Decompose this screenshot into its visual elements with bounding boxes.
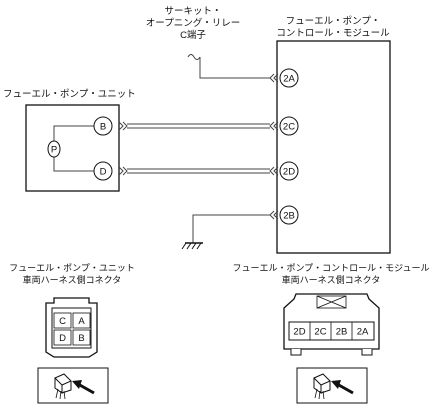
pump-d-connector-chevron [118, 166, 128, 176]
module-2b-connector-chevron [269, 210, 279, 220]
pump-connector-label-line1: フューエル・ポンプ・ユニット [9, 263, 135, 273]
wire-b-to-2c [127, 123, 270, 129]
relay-label-line2: オープニング・リレー [146, 17, 240, 29]
module-label-line1: フューエル・ポンプ・ [286, 16, 381, 27]
pump-connector-label-line2: 車両ハーネス側コネクタ [23, 274, 122, 285]
pump-connector-pin-a: A [78, 316, 85, 327]
module-connector-label-line1: フューエル・ポンプ・コントロール・モジュール [232, 263, 429, 273]
pump-terminal-d-label: D [100, 167, 107, 178]
pump-b-connector-chevron [118, 121, 128, 131]
relay-terminal-symbol [187, 54, 201, 60]
wire-d-to-2d [127, 168, 270, 174]
pump-terminal-b [93, 116, 113, 136]
module-terminal-2d-label: 2D [283, 167, 295, 178]
module-label-line2: コントロール・モジュール [276, 28, 390, 39]
ground-icon [181, 242, 203, 250]
module-connector-label-line2: 車両ハーネス側コネクタ [282, 274, 381, 285]
module-terminal-2a [279, 68, 299, 88]
connector-view-arrow-icon [37, 367, 109, 404]
pump-connector-pin-c: C [59, 316, 66, 327]
module-terminal-2c [279, 116, 299, 136]
pump-terminal-d [93, 161, 113, 181]
pump-connector-pin-b: B [78, 333, 84, 344]
module-connector-pin-2b: 2B [336, 327, 348, 338]
pump-unit-label: フューエル・ポンプ・ユニット [3, 89, 136, 100]
module-connector-pin-2c: 2C [314, 327, 326, 338]
module-connector-pin-2a: 2A [357, 327, 369, 338]
pump-connector-pin-d: D [59, 333, 66, 344]
connector-view-arrow-icon [296, 367, 368, 404]
module-terminal-2b-label: 2B [283, 211, 295, 222]
relay-label-line3: C端子 [180, 29, 206, 41]
module-terminal-2b [279, 205, 299, 225]
pump-motor-symbol [47, 140, 61, 158]
pump-terminal-b-label: B [100, 122, 106, 133]
pump-internal-wiring [53, 125, 94, 172]
module-2a-connector-chevron [269, 73, 279, 83]
module-connector [283, 293, 380, 356]
pump-motor-letter: P [51, 145, 57, 156]
pump-unit-connector [45, 297, 98, 358]
module-terminal-2a-label: 2A [283, 74, 295, 85]
module-terminal-2c-label: 2C [283, 122, 295, 133]
module-terminal-2d [279, 161, 299, 181]
module-connector-pin-2d: 2D [293, 327, 305, 338]
module-2c-connector-chevron [269, 121, 279, 131]
module-2d-connector-chevron [269, 166, 279, 176]
wire-ground-to-2b [192, 214, 270, 243]
relay-label-line1: サーキット・ [164, 6, 221, 17]
wire-relay-to-2a [199, 57, 270, 79]
